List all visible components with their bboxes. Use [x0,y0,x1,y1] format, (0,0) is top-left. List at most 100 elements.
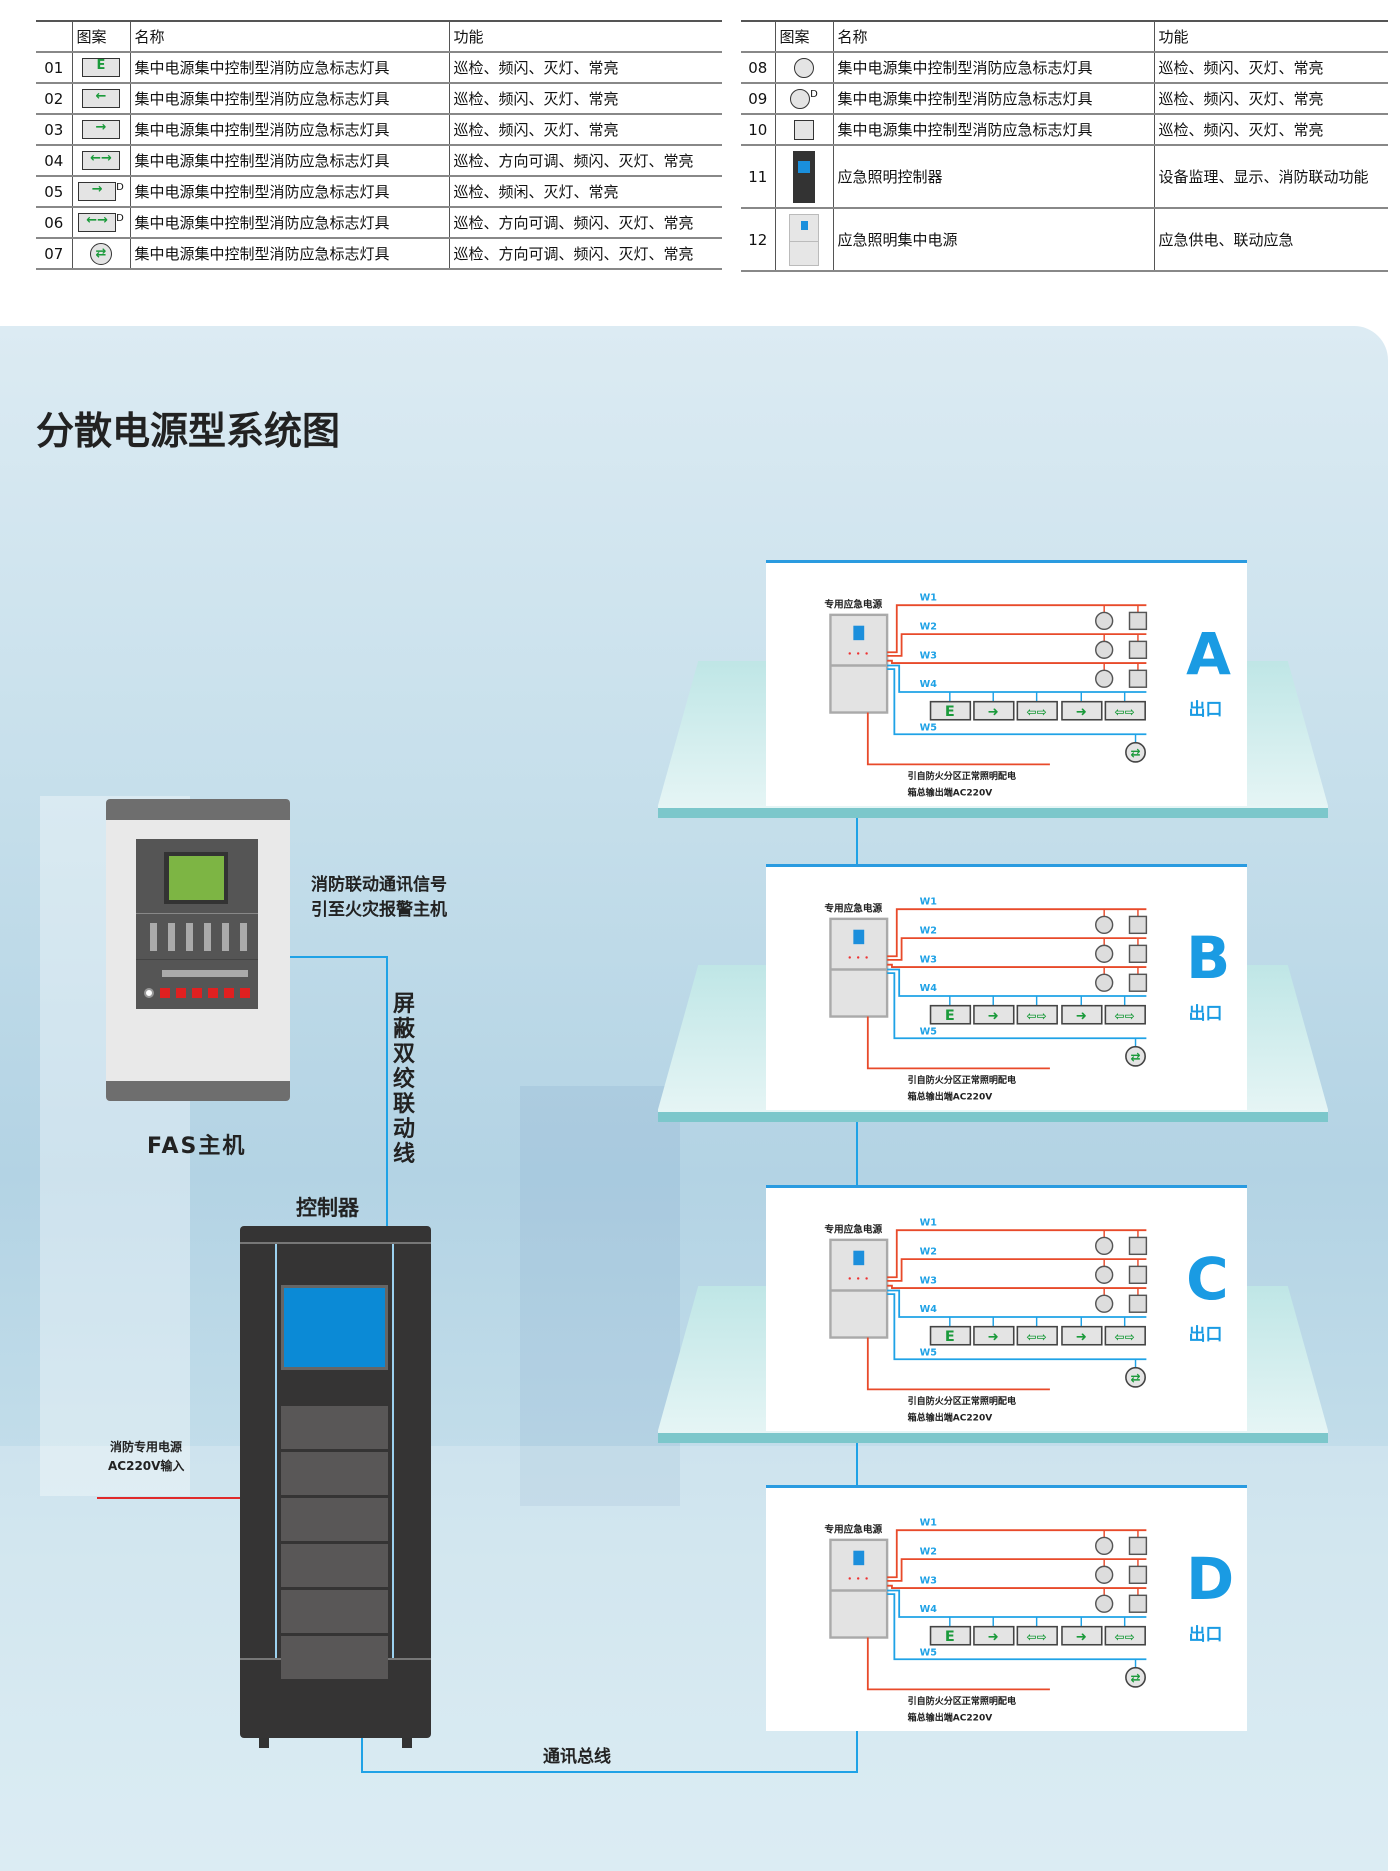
mains-note-1: 引自防火分区正常照明配电 [908,770,1016,782]
page-title: 分散电源型系统图 [36,409,341,453]
wire-w3 [887,1584,1147,1589]
zone-panel: 专用应急电源 W1 W2 W3 W4 W5 E ➜ ⇦⇨ ➜ ⇦⇨ ⇄ 引自防火… [766,1485,1247,1731]
row-name: 集中电源集中控制型消防应急标志灯具 [832,83,1154,115]
mains-wire [866,1637,1050,1691]
round-direction-lamp-icon [1125,1666,1146,1688]
zone-d-group: 专用应急电源 W1 W2 W3 W4 W5 E ➜ ⇦⇨ ➜ ⇦⇨ ⇄ 引自防火… [766,1485,1247,1731]
row-function: 巡检、频闪、灭灯、常亮 [448,83,722,115]
square-lamp-icon [1128,1294,1148,1313]
zone-panel: 专用应急电源 W1 W2 W3 W4 W5 E ➜ ⇦⇨ ➜ ⇦⇨ ⇄ 引自防火… [766,864,1247,1110]
exit-sign-right [1061,1325,1103,1346]
wire-w1 [887,1229,1147,1279]
square-lamp-icon [1128,973,1148,992]
mains-wire [866,1337,1050,1391]
row-name: 集中电源集中控制型消防应急标志灯具 [129,114,449,146]
zone-letter: A [1186,620,1231,688]
round-lamp-icon [1095,944,1114,963]
wire-w4 [887,968,1147,997]
row-number: 10 [741,114,775,146]
bus-label: 通讯总线 [543,1747,611,1767]
row-pattern: ⇄ [71,238,130,270]
arrow-both-icon: ⇦⇨ [1027,705,1047,719]
d-mark: D [116,182,124,193]
exit-sign-e [929,1625,972,1646]
mains-note-1: 引自防火分区正常照明配电 [908,1395,1016,1407]
arrow-right-icon: ➜ [988,705,999,720]
w2-label: W2 [920,1246,937,1257]
svg-text:⇄: ⇄ [1130,1371,1140,1385]
wire-w2 [887,633,1147,657]
row-pattern: E [71,52,130,84]
w3-label: W3 [920,1275,937,1286]
row-name: 集中电源集中控制型消防应急标志灯具 [129,145,449,177]
row-number: 12 [741,208,775,272]
round-lamp-icon [1095,669,1114,688]
wire-w4 [887,664,1147,693]
zone-b-group: 专用应急电源 W1 W2 W3 W4 W5 E ➜ ⇦⇨ ➜ ⇦⇨ ⇄ 引自防火… [658,864,1328,1122]
header-function: 功能 [1153,20,1388,53]
zone-letter: D [1186,1545,1234,1613]
row-number: 05 [36,176,72,208]
mains-wire [866,1016,1050,1070]
square-lamp-icon [1128,944,1148,963]
w1-label: W1 [920,896,938,907]
emergency-power-supply-cabinet [829,1538,889,1639]
header-function: 功能 [448,20,722,53]
row-number: 11 [741,145,775,209]
row-pattern: →D [71,176,130,208]
exit-label: 出口 [1189,1003,1223,1023]
exit-sign-right [973,1004,1015,1025]
row-pattern: ← [71,83,130,115]
exit-sign-icon: → [82,120,120,139]
round-lamp-icon [1095,915,1114,935]
exit-sign-icon: E [82,58,120,77]
wire-w3 [887,1284,1147,1289]
row-number: 03 [36,114,72,146]
exit-sign-right [973,700,1015,721]
arrow-right-icon: ➜ [1076,705,1087,720]
header-pattern: 图案 [71,20,130,53]
svg-text:⇄: ⇄ [1130,1050,1140,1064]
exit-label: 出口 [1189,699,1223,719]
wire-w3 [887,659,1147,664]
row-name: 集中电源集中控制型消防应急标志灯具 [832,52,1154,84]
w2-label: W2 [920,925,937,936]
exit-e-glyph: E [945,704,955,720]
bus-wire-down [361,1738,363,1773]
exit-e-glyph: E [945,1008,955,1024]
mains-note-2: 箱总输出端AC220V [908,1712,993,1724]
row-name: 集中电源集中控制型消防应急标志灯具 [129,238,449,270]
row-name: 集中电源集中控制型消防应急标志灯具 [129,176,449,208]
wire-w5 [887,1293,1147,1361]
square-lamp-icon [1128,915,1148,935]
exit-sign-both [1016,1625,1058,1646]
arrow-both-icon: ⇦⇨ [1115,1009,1135,1023]
wire-w5 [887,1593,1147,1661]
round-lamp-icon [790,88,811,109]
exit-label: 出口 [1189,1324,1223,1344]
fas-link-wire [290,956,388,958]
controller-drawer [281,1590,388,1633]
row-name: 集中电源集中控制型消防应急标志灯具 [832,114,1154,146]
mains-note-1: 引自防火分区正常照明配电 [908,1695,1016,1707]
round-lamp-icon [1095,973,1114,992]
row-number: 08 [741,52,775,84]
fas-host-label: FAS主机 [147,1134,247,1159]
square-lamp-icon [1128,669,1148,688]
wire-w1 [887,1529,1147,1579]
row-number: 07 [36,238,72,270]
wire-w1 [887,908,1147,958]
arrow-right-icon: ➜ [988,1009,999,1024]
row-function: 巡检、频闪、灭灯、常亮 [448,114,722,146]
controller-drawer [281,1406,388,1449]
exit-sign-right [973,1325,1015,1346]
row-function: 巡检、频闪、灭灯、常亮 [448,52,722,84]
row-number: 06 [36,207,72,239]
row-function: 巡检、频闲、灭灯、常亮 [448,176,722,208]
power-supply-icon [789,213,819,266]
w1-label: W1 [920,1517,938,1528]
row-pattern: D [774,83,833,115]
